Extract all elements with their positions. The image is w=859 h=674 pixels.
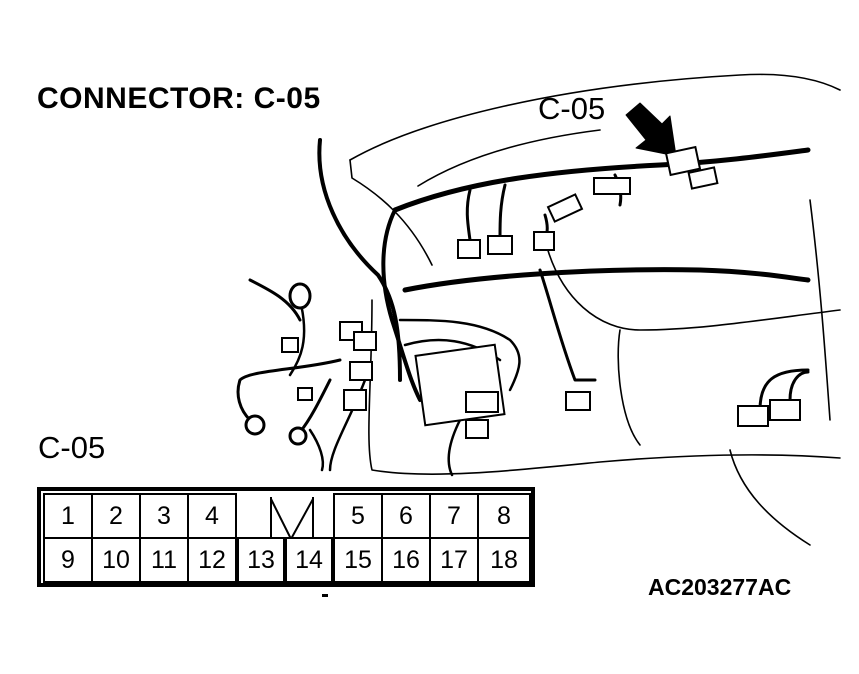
pin-14: 14 [285, 537, 333, 583]
harness-branch-lower-right [758, 368, 810, 412]
dashboard-lower-edge [368, 299, 841, 475]
harness-right-drop [538, 268, 597, 382]
connector-c05-on-harness [664, 145, 702, 177]
connector-label: C-05 [38, 430, 106, 465]
dashboard-glovebox [617, 329, 641, 446]
pin-18: 18 [477, 537, 531, 583]
pin-2: 2 [91, 493, 141, 539]
main-harness-top [392, 147, 811, 213]
pin-16: 16 [381, 537, 431, 583]
pin-11: 11 [139, 537, 189, 583]
dashboard-lower-line [729, 449, 811, 546]
dashboard-outline [349, 73, 841, 161]
connector-bottom-mark [322, 594, 328, 597]
reference-code: AC203277AC [648, 574, 792, 600]
pin-1: 1 [43, 493, 93, 539]
dashboard-panel-curve [544, 239, 841, 331]
pin-12: 12 [187, 537, 237, 583]
dashboard-right-edge [809, 199, 831, 421]
pin-15: 15 [333, 537, 383, 583]
harness-branch-vertical [381, 208, 422, 402]
connector-pinout: 1 2 3 4 5 6 7 8 9 10 11 12 13 14 15 16 1… [37, 487, 535, 587]
pin-7: 7 [429, 493, 479, 539]
dashboard-outline-front [349, 159, 433, 266]
dashboard-ridge [417, 129, 601, 187]
connector-key-icon [270, 497, 314, 541]
harness-branch-lower-right-2 [788, 370, 810, 402]
pin-17: 17 [429, 537, 479, 583]
pin-3: 3 [139, 493, 189, 539]
pin-5: 5 [333, 493, 383, 539]
pin-10: 10 [91, 537, 141, 583]
callout-label: C-05 [538, 91, 606, 126]
arrow-pointing-to-connector-icon [625, 102, 677, 157]
main-harness-mid [402, 267, 811, 293]
pin-8: 8 [477, 493, 531, 539]
pin-6: 6 [381, 493, 431, 539]
page-title: CONNECTOR: C-05 [37, 82, 321, 115]
pin-9: 9 [43, 537, 93, 583]
pin-4: 4 [187, 493, 237, 539]
pin-13: 13 [237, 537, 285, 583]
